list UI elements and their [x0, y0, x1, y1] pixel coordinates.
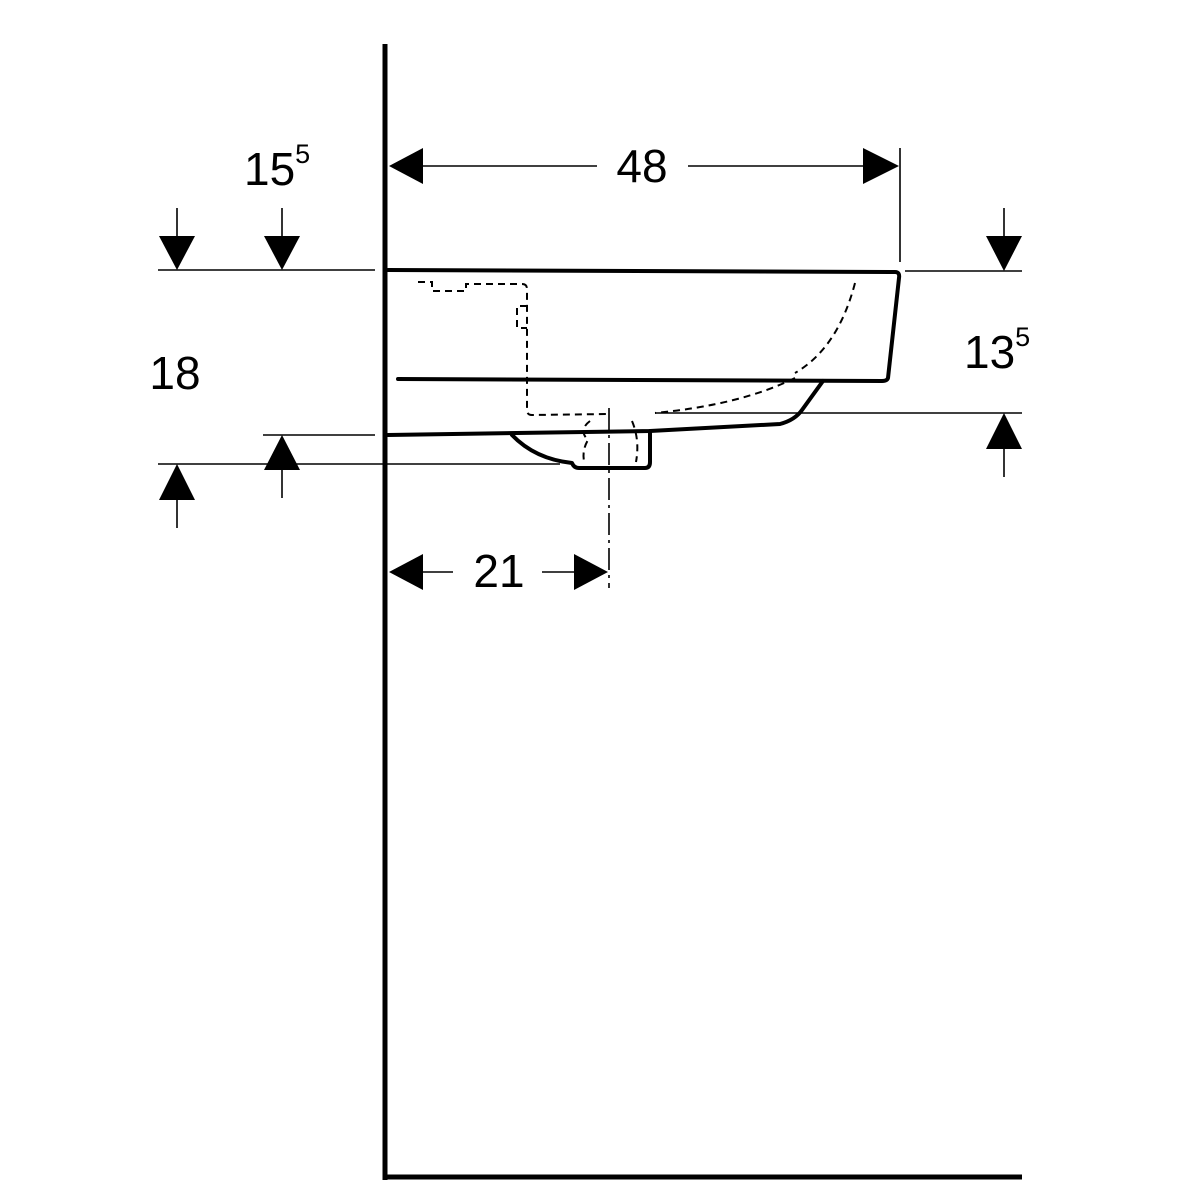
- arrow-48-right: [863, 148, 899, 184]
- dim-label-overflow-height-base: 15: [244, 143, 295, 195]
- dim-label-bowl-height-sup: 5: [1015, 322, 1030, 352]
- dim-label-wall-to-drain: 21: [473, 545, 524, 597]
- dim-label-overflow-height-sup: 5: [295, 139, 310, 169]
- drain-right-hidden: [631, 420, 639, 463]
- extension-lines: [158, 148, 1022, 573]
- arrow-21-left: [389, 554, 423, 590]
- arrow-155-up: [264, 435, 300, 470]
- arrow-21-right: [574, 554, 608, 590]
- trap-bulge-path: [510, 429, 652, 470]
- bowl-curve-hidden: [794, 282, 856, 374]
- hidden-lines: [418, 281, 856, 463]
- overflow-notch-hidden: [516, 305, 527, 329]
- arrow-18-down: [159, 236, 195, 270]
- basin-outline: [386, 268, 902, 470]
- wall-and-floor: [382, 44, 1022, 1180]
- dim-label-overflow-height: 155: [244, 139, 310, 195]
- dim-label-depth: 48: [616, 140, 667, 192]
- overflow-channel-hidden: [418, 281, 611, 417]
- arrowheads: [159, 148, 1022, 590]
- bowl-bottom-hidden: [654, 377, 796, 414]
- dim-label-total-height: 18: [149, 347, 200, 399]
- dim-label-bowl-height-base: 13: [964, 326, 1015, 378]
- dimension-labels: 48 21 18 155 135: [149, 139, 1030, 597]
- arrow-135-up: [986, 413, 1022, 449]
- arrow-135-down: [986, 236, 1022, 271]
- arrow-48-left: [389, 148, 423, 184]
- arrow-155-down: [264, 236, 300, 270]
- arrow-18-up: [159, 464, 195, 500]
- drain-left-hidden: [582, 420, 591, 462]
- dim-label-bowl-height: 135: [964, 322, 1030, 378]
- basin-rim-path: [386, 268, 902, 383]
- basin-underside-path: [386, 379, 825, 437]
